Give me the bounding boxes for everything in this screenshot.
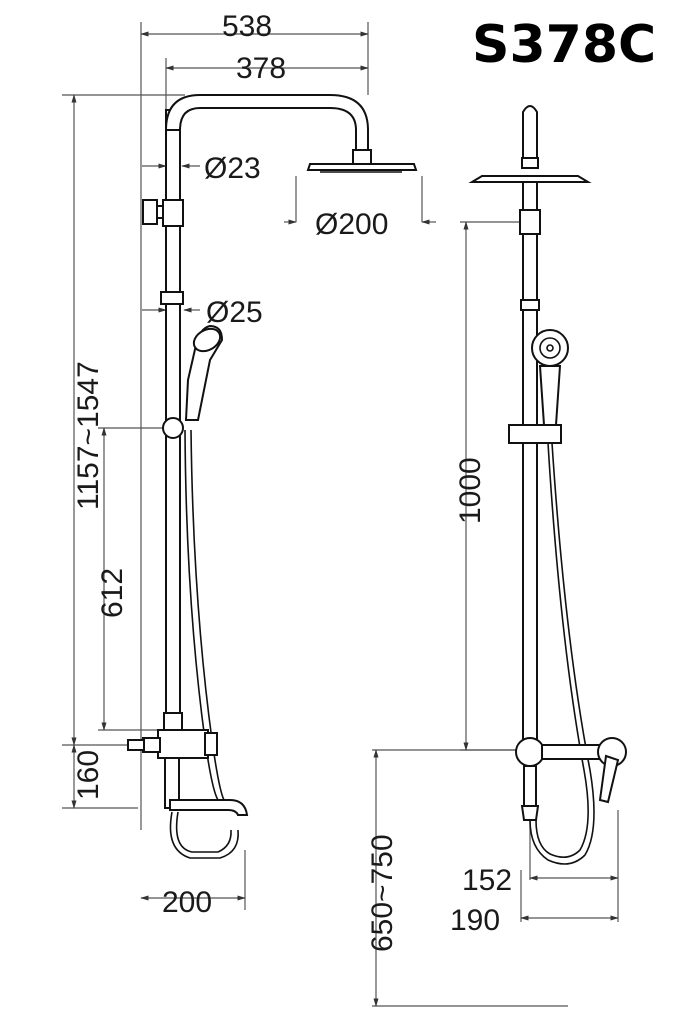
dim-upper-pipe-diameter: Ø23 bbox=[204, 152, 261, 185]
dim-holder-height: 612 bbox=[96, 568, 129, 618]
side-view bbox=[372, 105, 627, 1007]
dim-lower-pipe-diameter: Ø25 bbox=[206, 296, 263, 329]
dim-spout-projection: 152 bbox=[462, 864, 512, 897]
dim-install-height: 650~750 bbox=[366, 834, 399, 952]
dim-head-diameter: Ø200 bbox=[315, 208, 388, 241]
dim-mixer-projection: 190 bbox=[450, 904, 500, 937]
front-view bbox=[62, 22, 436, 910]
dim-arm-reach: 378 bbox=[236, 52, 286, 85]
model-code: S378C bbox=[472, 15, 656, 75]
dim-rail-length: 1000 bbox=[454, 457, 487, 524]
dim-mixer-height: 160 bbox=[72, 750, 105, 800]
dim-total-width: 538 bbox=[222, 10, 272, 43]
dim-spout-length: 200 bbox=[162, 886, 212, 919]
dim-height-range: 1157~1547 bbox=[72, 361, 105, 510]
